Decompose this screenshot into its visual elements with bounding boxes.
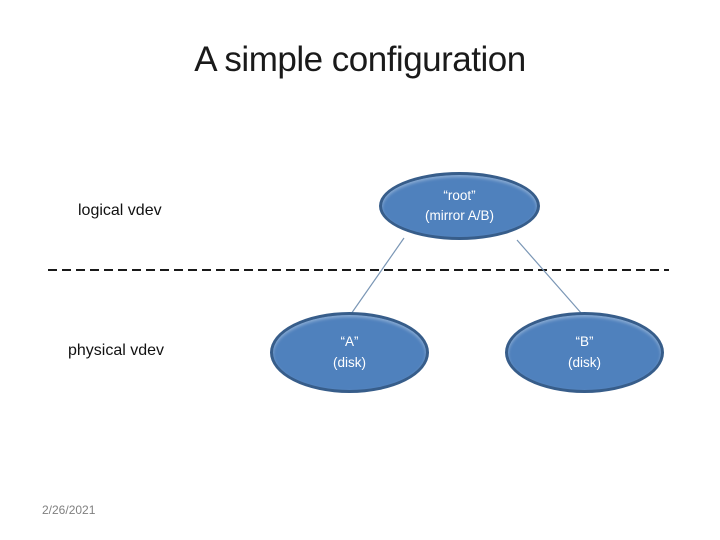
node-root-name: “root”: [443, 187, 476, 203]
node-root-vdev: “root” (mirror A/B): [379, 172, 540, 240]
node-root-detail: (mirror A/B): [425, 208, 494, 223]
connector-root-to-b: [516, 239, 583, 315]
node-disk-b: “B” (disk): [505, 312, 664, 393]
node-a-name: “A”: [340, 334, 359, 350]
label-physical-vdev: physical vdev: [68, 342, 165, 359]
slide-title: A simple configuration: [194, 40, 526, 79]
label-logical-vdev: logical vdev: [78, 202, 162, 219]
node-b-name: “B”: [575, 334, 594, 350]
slide-date: 2/26/2021: [42, 503, 96, 517]
node-disk-a: “A” (disk): [270, 312, 429, 393]
node-a-detail: (disk): [333, 354, 366, 370]
connector-root-to-a: [350, 237, 405, 315]
node-b-detail: (disk): [568, 354, 601, 370]
